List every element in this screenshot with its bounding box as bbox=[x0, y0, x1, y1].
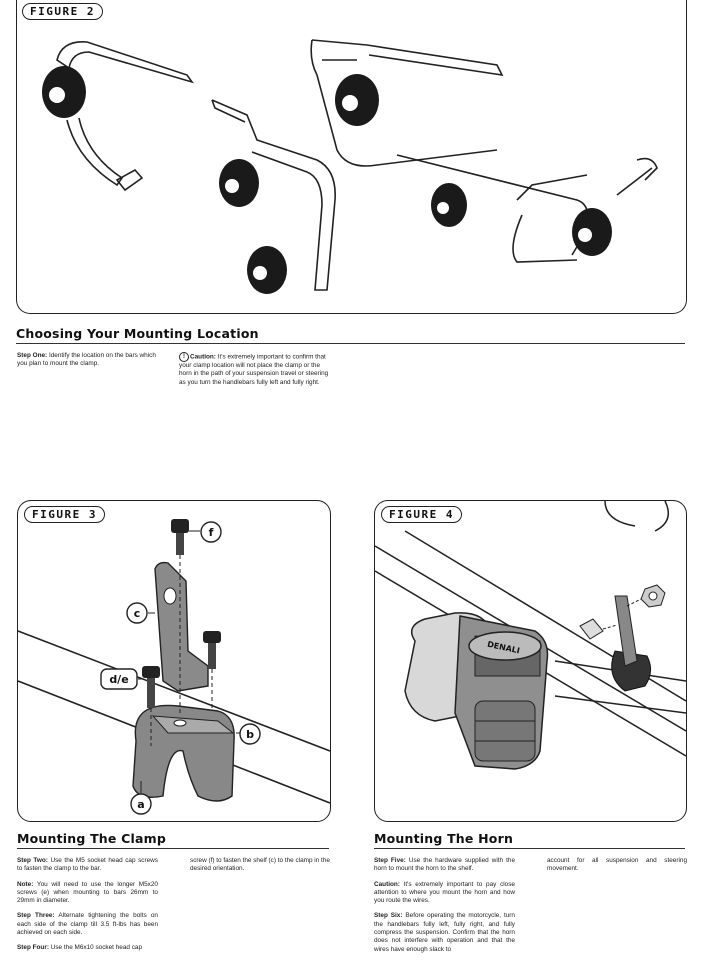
step-four-text: Use the M6x10 socket head cap bbox=[50, 944, 143, 952]
mounting-horn-rule bbox=[374, 848, 685, 849]
step-three-label: Step Three: bbox=[17, 912, 55, 920]
callout-c: c bbox=[134, 607, 141, 620]
figure-2-illustration bbox=[42, 39, 658, 294]
step-five-label: Step Five: bbox=[374, 857, 406, 864]
figure-4-label: FIGURE 4 bbox=[381, 506, 462, 523]
step-one-text: Identify the location on the bars which … bbox=[17, 352, 156, 368]
step-two-text: Use the M5 socket head cap screws to fas… bbox=[17, 857, 158, 873]
choosing-location-rule bbox=[16, 343, 685, 344]
callout-a: a bbox=[137, 798, 144, 811]
clamp-col2-text: screw (f) to fasten the shelf (c) to the… bbox=[190, 857, 330, 873]
caution-label: Caution: bbox=[190, 353, 216, 361]
clamp-column-2: screw (f) to fasten the shelf (c) to the… bbox=[190, 857, 331, 874]
step-one-label: Step One: bbox=[17, 352, 48, 359]
step-three-text: Alternate tightening the bolts on each s… bbox=[17, 912, 158, 937]
callout-f: f bbox=[209, 526, 214, 539]
step-four-label: Step Four: bbox=[17, 944, 49, 952]
caution-text: It's extremely important to confirm that… bbox=[179, 353, 329, 386]
choosing-location-heading: Choosing Your Mounting Location bbox=[16, 326, 259, 341]
horn-column-1: Step Five: Use the hardware supplied wit… bbox=[374, 857, 515, 961]
figure-2-panel bbox=[16, 0, 687, 314]
mounting-clamp-rule bbox=[17, 848, 329, 849]
figure-3-illustration: f c d/e b a bbox=[18, 519, 330, 815]
horn-caution-text: It's extremely important to pay close at… bbox=[374, 880, 515, 905]
step-one-block: Step One: Identify the location on the b… bbox=[17, 352, 167, 369]
figure-2-label: FIGURE 2 bbox=[22, 3, 103, 20]
clamp-column-1: Step Two: Use the M5 socket head cap scr… bbox=[17, 857, 158, 960]
note-text: You will need to use the longer M5x20 sc… bbox=[17, 880, 158, 905]
step-six-label: Step Six: bbox=[374, 912, 403, 920]
note-label: Note: bbox=[17, 880, 34, 888]
callout-d-e: d/e bbox=[109, 673, 128, 686]
figure-4-illustration: DENALI bbox=[375, 501, 686, 770]
horn-column-2: account for all suspension and steering … bbox=[547, 857, 687, 874]
figure-3-panel: f c d/e b a bbox=[17, 500, 331, 822]
callout-b: b bbox=[246, 728, 254, 741]
caution-icon: ! bbox=[179, 352, 189, 362]
step-five-text: Use the hardware supplied with the horn … bbox=[374, 857, 515, 873]
horn-caution-label: Caution: bbox=[374, 880, 400, 888]
mounting-horn-heading: Mounting The Horn bbox=[374, 831, 514, 846]
figure-3-label: FIGURE 3 bbox=[24, 506, 105, 523]
horn-col2-text: account for all suspension and steering … bbox=[547, 857, 687, 873]
figure-4-panel: DENALI bbox=[374, 500, 687, 822]
step-two-label: Step Two: bbox=[17, 857, 48, 864]
mounting-clamp-heading: Mounting The Clamp bbox=[17, 831, 167, 846]
caution-block: !Caution: It's extremely important to co… bbox=[179, 352, 329, 387]
step-six-text: Before operating the motorcycle, turn th… bbox=[374, 912, 515, 953]
